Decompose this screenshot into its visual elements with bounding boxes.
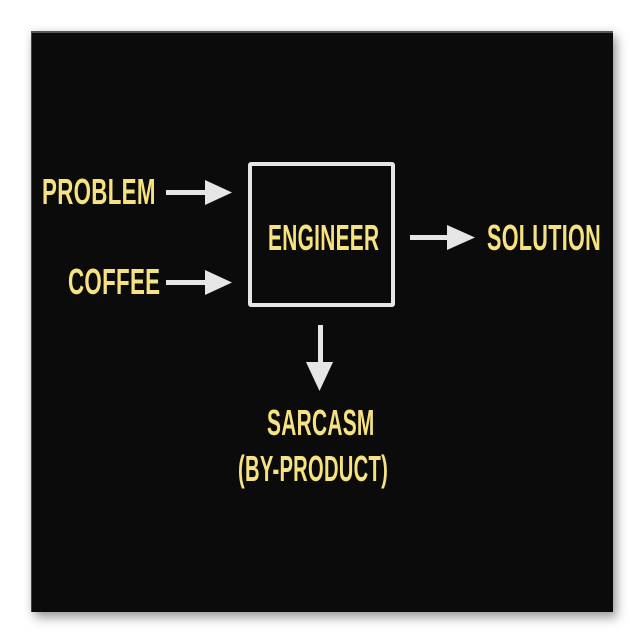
arrow-right-icon — [166, 180, 232, 205]
arrow-down-icon — [306, 325, 333, 391]
process-label-engineer: ENGINEER — [268, 217, 380, 258]
poster-background — [31, 31, 613, 612]
process-box — [248, 162, 395, 307]
input-label-coffee: COFFEE — [68, 261, 161, 302]
output-label-solution: SOLUTION — [487, 217, 601, 258]
input-label-problem: PROBLEM — [42, 171, 156, 212]
byproduct-label-sarcasm: SARCASM — [267, 402, 375, 443]
byproduct-label-byproduct: (BY-PRODUCT) — [238, 448, 389, 489]
arrow-right-icon — [166, 270, 232, 295]
arrow-right-icon — [410, 225, 475, 250]
